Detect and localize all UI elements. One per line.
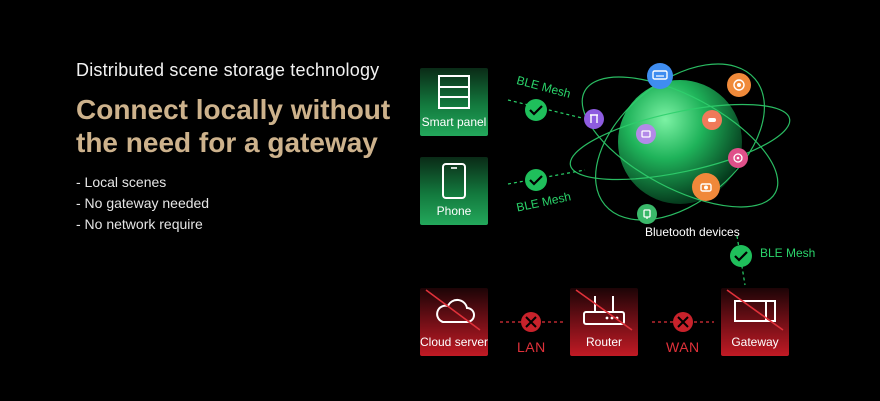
plug-icon: [637, 204, 657, 224]
orbit-ring: [569, 103, 791, 181]
bluetooth-devices-label: Bluetooth devices: [645, 225, 740, 239]
router-tile: Router: [570, 288, 638, 356]
socket-icon: [728, 148, 748, 168]
disabled-slash-icon: [425, 289, 481, 331]
feature-item: - No network require: [76, 216, 203, 232]
smart-panel-tile: Smart panel: [420, 68, 488, 136]
cloud-server-label: Cloud server: [420, 335, 489, 349]
blocked-icon: [673, 312, 693, 332]
orbit-ring: [581, 76, 779, 208]
feature-item: - Local scenes: [76, 174, 167, 190]
cloud-icon: [436, 298, 475, 323]
lan-label: LAN: [517, 339, 546, 355]
light-icon: [702, 110, 722, 130]
phone-label: Phone: [436, 204, 472, 218]
globe: [618, 80, 742, 204]
wan-label: WAN: [666, 339, 700, 355]
phone-icon: [442, 163, 466, 199]
camera-icon: [692, 173, 720, 201]
page-title: Connect locally without the need for a g…: [76, 94, 391, 158]
disabled-slash-icon: [726, 289, 784, 331]
sensor-icon: [727, 73, 751, 97]
cloud-server-tile: Cloud server: [420, 288, 488, 356]
check-icon: [730, 245, 752, 267]
air-conditioner-icon: [647, 63, 673, 89]
mesh-label: BLE Mesh: [760, 246, 816, 260]
tv-icon: [636, 124, 656, 144]
router-label: Router: [585, 335, 623, 349]
feature-list: - Local scenes - No gateway needed - No …: [76, 172, 209, 235]
blocked-icon: [521, 312, 541, 332]
smart-panel-icon: [438, 75, 470, 109]
feature-item: - No gateway needed: [76, 195, 210, 211]
subtitle: Distributed scene storage technology: [76, 60, 380, 80]
phone-tile: Phone: [420, 157, 488, 225]
check-icon: [525, 169, 547, 191]
disabled-slash-icon: [575, 289, 633, 331]
gateway-tile: Gateway: [721, 288, 789, 356]
gateway-label: Gateway: [731, 335, 779, 349]
check-icon: [525, 99, 547, 121]
mesh-line: [507, 169, 586, 185]
curtain-icon: [584, 109, 604, 129]
smart-panel-label: Smart panel: [421, 115, 487, 129]
